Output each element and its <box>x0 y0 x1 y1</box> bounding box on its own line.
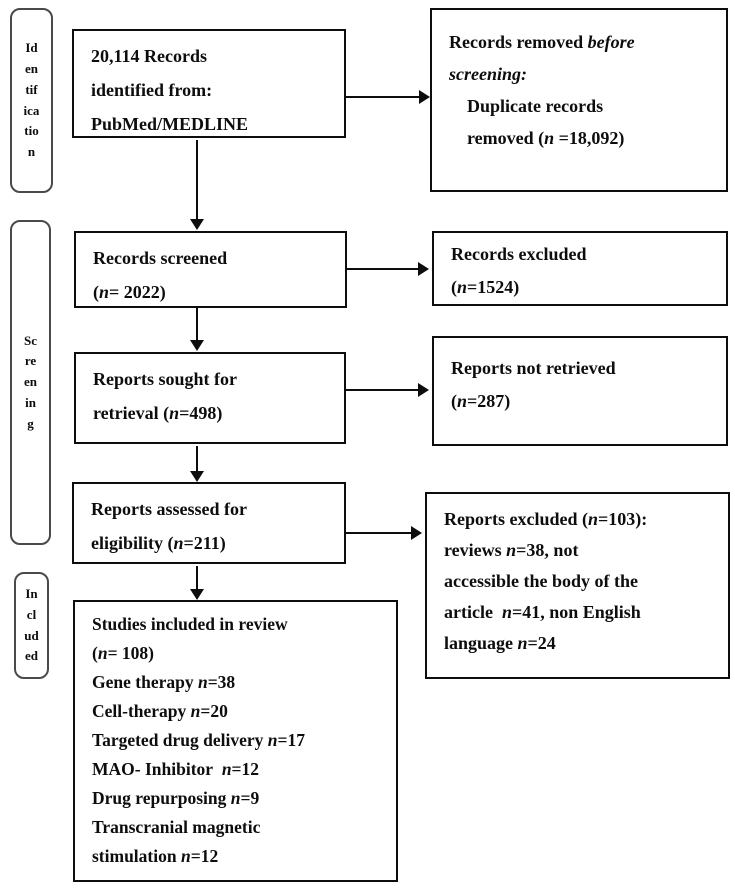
arrow-screened-to-sought <box>190 308 204 351</box>
box-reports-excluded: Reports excluded (n=103):reviews n=38, n… <box>425 492 730 679</box>
box-reports-not-retrieved: Reports not retrieved(n=287) <box>432 336 728 446</box>
arrow-assessed-to-excluded <box>346 526 422 540</box>
arrow-identified-to-removed <box>346 90 430 104</box>
arrow-screened-to-excluded <box>347 262 429 276</box>
arrow-assessed-to-included <box>190 566 204 600</box>
box-studies-included: Studies included in review(n= 108)Gene t… <box>73 600 398 882</box>
arrow-identified-to-screened <box>190 140 204 230</box>
arrow-sought-to-assessed <box>190 446 204 482</box>
box-records-screened: Records screened(n= 2022) <box>74 231 347 308</box>
arrow-sought-to-not-retrieved <box>346 383 429 397</box>
box-records-excluded: Records excluded(n=1524) <box>432 231 728 306</box>
